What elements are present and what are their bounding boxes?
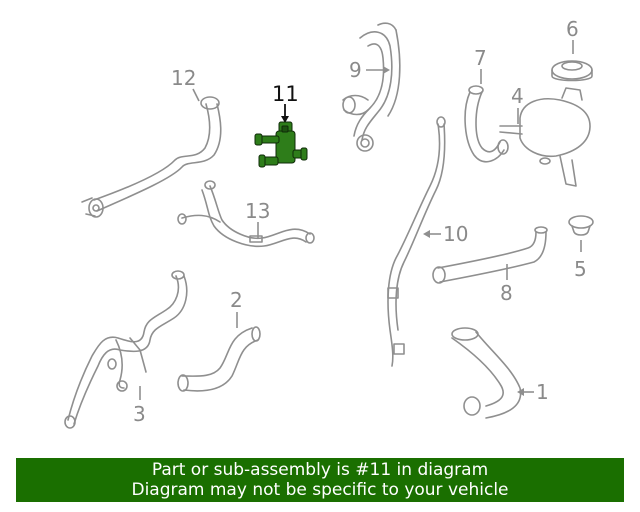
callout-2: 2 xyxy=(230,288,243,312)
part-11-valve xyxy=(254,121,308,168)
callout-6: 6 xyxy=(566,17,579,41)
leader-9-arrow xyxy=(383,66,390,74)
part-3-hose xyxy=(64,270,188,429)
part-5-grommet xyxy=(568,215,594,236)
part-7-hose xyxy=(464,85,509,163)
part-12-hose xyxy=(81,96,222,218)
banner-line-1: Part or sub-assembly is #11 in diagram xyxy=(151,460,489,480)
leader-12 xyxy=(192,88,200,102)
callout-5: 5 xyxy=(574,257,587,281)
callout-12: 12 xyxy=(171,66,196,90)
part-1-hose xyxy=(451,327,522,419)
callout-7: 7 xyxy=(474,46,487,70)
callout-13: 13 xyxy=(245,199,270,223)
callout-11: 11 xyxy=(272,82,299,106)
callout-8: 8 xyxy=(500,281,513,305)
part-8-hose xyxy=(432,226,548,284)
callout-10: 10 xyxy=(443,222,468,246)
part-4-expansion-tank xyxy=(499,87,591,187)
parts-diagram: 12 11 9 13 xyxy=(64,17,594,429)
callout-1: 1 xyxy=(536,380,549,404)
leader-1-arrow xyxy=(517,388,524,396)
callout-4: 4 xyxy=(511,84,524,108)
leader-11-arrow xyxy=(281,116,289,123)
callout-9: 9 xyxy=(349,58,362,82)
leader-10-arrow xyxy=(423,230,430,238)
part-13-hose xyxy=(177,180,315,248)
callout-3: 3 xyxy=(133,402,146,426)
banner-line-2: Diagram may not be specific to your vehi… xyxy=(131,480,509,500)
part-6-cap xyxy=(551,60,593,82)
info-banner: Part or sub-assembly is #11 in diagram D… xyxy=(16,458,624,502)
part-9-hose xyxy=(342,22,401,152)
part-2-hose xyxy=(177,326,261,392)
part-10-pipe xyxy=(387,116,446,367)
